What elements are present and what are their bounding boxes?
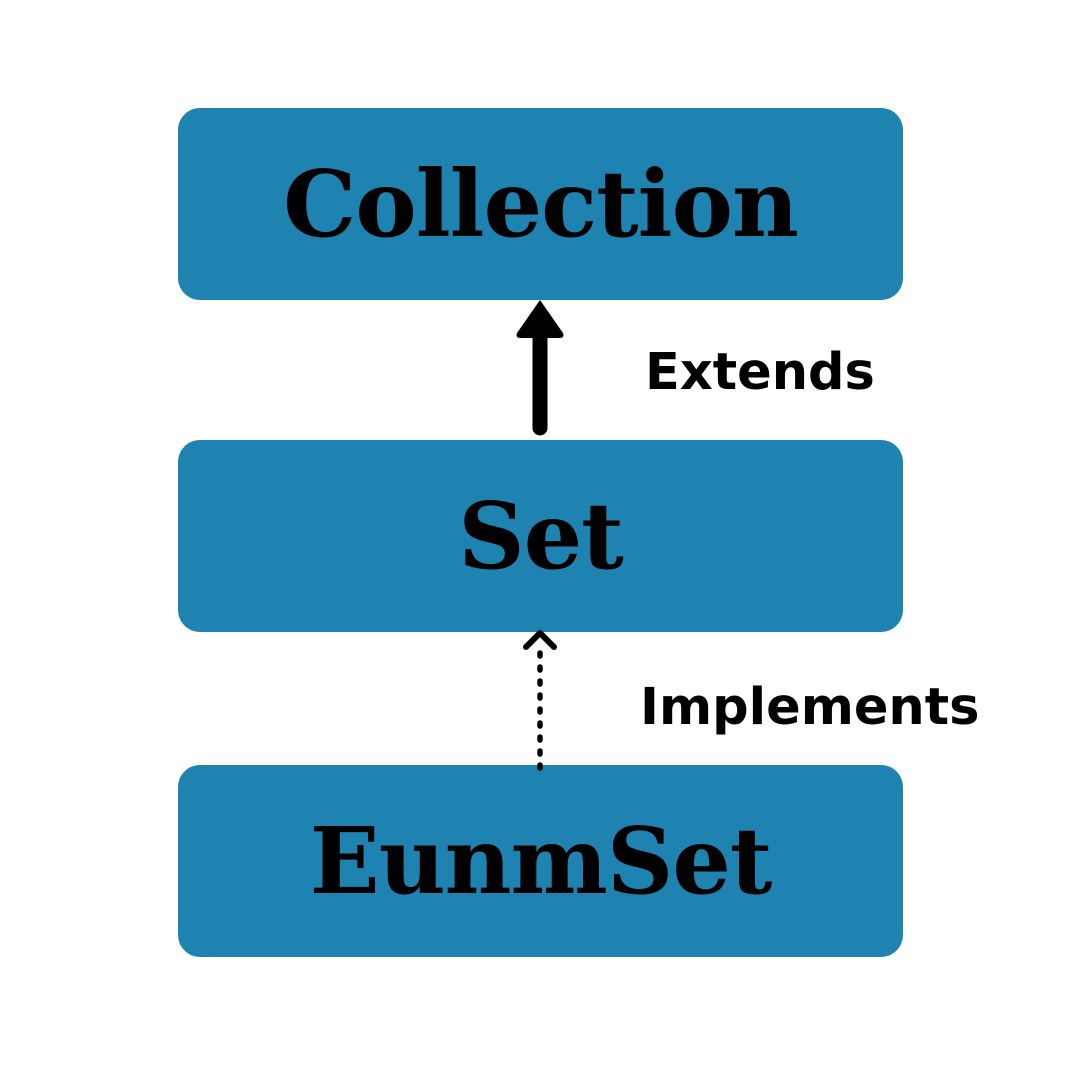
node-collection: Collection <box>178 108 903 300</box>
extends-arrow-icon <box>516 300 564 436</box>
extends-label: Extends <box>645 343 875 402</box>
implements-label: Implements <box>640 678 980 737</box>
node-collection-label: Collection <box>283 150 799 258</box>
node-enumset: EunmSet <box>178 765 903 957</box>
implements-arrow-icon <box>523 630 557 771</box>
node-set-label: Set <box>458 482 623 590</box>
node-enumset-label: EunmSet <box>309 807 773 915</box>
node-set: Set <box>178 440 903 632</box>
